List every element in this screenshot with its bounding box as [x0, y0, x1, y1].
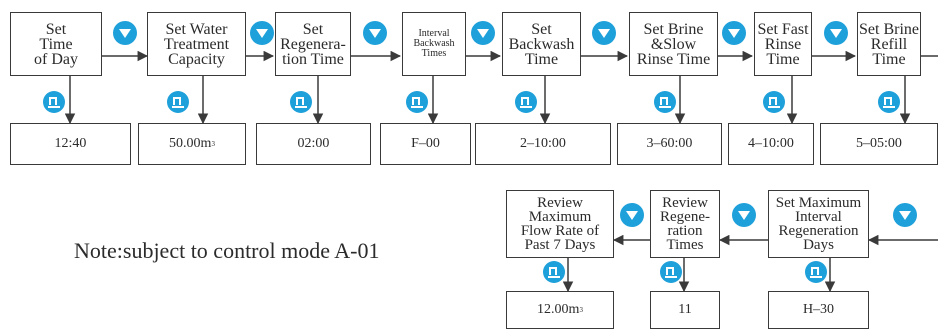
- down-arrow-button-icon[interactable]: [113, 21, 137, 45]
- value-text: 12.00m: [537, 302, 580, 317]
- control-mode-note: Note:subject to control mode A-01: [74, 238, 380, 263]
- value-text: 50.00m: [169, 136, 212, 151]
- menu-button-icon[interactable]: [654, 91, 676, 113]
- down-arrow-button-icon[interactable]: [732, 203, 756, 227]
- value-text: 4–10:00: [748, 136, 794, 151]
- menu-button-icon[interactable]: [878, 91, 900, 113]
- unit-superscript: 3: [579, 306, 583, 314]
- menu-button-icon[interactable]: [43, 91, 65, 113]
- value-text: 3–60:00: [646, 136, 693, 151]
- value-max-interval-regeneration-days: H–30: [768, 291, 869, 329]
- step-interval-backwash-times: Interval Backwash Times: [402, 12, 466, 76]
- value-interval-backwash-times: F–00: [380, 123, 471, 165]
- down-arrow-button-icon[interactable]: [824, 21, 848, 45]
- step-set-water-treatment-capacity: Set Water Treatment Capacity: [147, 12, 246, 76]
- value-brine-slow-rinse-time: 3–60:00: [617, 123, 722, 165]
- down-arrow-button-icon[interactable]: [893, 203, 917, 227]
- step-set-brine-slow-rinse-time: Set Brine &Slow Rinse Time: [629, 12, 718, 76]
- value-brine-refill-time: 5–05:00: [820, 123, 938, 165]
- down-arrow-button-icon[interactable]: [250, 21, 274, 45]
- menu-button-icon[interactable]: [167, 91, 189, 113]
- value-fast-rinse-time: 4–10:00: [728, 123, 814, 165]
- step-set-max-interval-regeneration-days: Set Maximum Interval Regeneration Days: [768, 190, 869, 258]
- step-set-backwash-time: Set Backwash Time: [502, 12, 581, 76]
- menu-button-icon[interactable]: [805, 261, 827, 283]
- unit-superscript: 3: [211, 140, 215, 148]
- down-arrow-button-icon[interactable]: [471, 21, 495, 45]
- menu-button-icon[interactable]: [763, 91, 785, 113]
- value-text: 02:00: [297, 136, 330, 151]
- value-regeneration-time: 02:00: [256, 123, 371, 165]
- menu-button-icon[interactable]: [290, 91, 312, 113]
- value-text: 12:40: [54, 136, 87, 151]
- menu-button-icon[interactable]: [543, 261, 565, 283]
- down-arrow-button-icon[interactable]: [592, 21, 616, 45]
- step-review-regeneration-times: Review Regene- ration Times: [650, 190, 720, 258]
- step-set-brine-refill-time: Set Brine Refill Time: [857, 12, 921, 76]
- down-arrow-button-icon[interactable]: [722, 21, 746, 45]
- value-text: 2–10:00: [520, 136, 566, 151]
- value-text: H–30: [802, 302, 835, 317]
- menu-button-icon[interactable]: [406, 91, 428, 113]
- menu-button-icon[interactable]: [515, 91, 537, 113]
- value-text: 5–05:00: [856, 136, 902, 151]
- step-review-max-flow-rate: Review Maximum Flow Rate of Past 7 Days: [506, 190, 614, 258]
- down-arrow-button-icon[interactable]: [363, 21, 387, 45]
- value-backwash-time: 2–10:00: [475, 123, 611, 165]
- down-arrow-button-icon[interactable]: [620, 203, 644, 227]
- step-set-time-of-day: Set Time of Day: [10, 12, 102, 76]
- value-text: 11: [678, 302, 692, 317]
- step-set-regeneration-time: Set Regenera- tion Time: [275, 12, 351, 76]
- value-regeneration-times: 11: [650, 291, 720, 329]
- step-set-fast-rinse-time: Set Fast Rinse Time: [754, 12, 812, 76]
- value-text: F–00: [411, 136, 440, 151]
- value-time-of-day: 12:40: [10, 123, 131, 165]
- menu-button-icon[interactable]: [660, 261, 682, 283]
